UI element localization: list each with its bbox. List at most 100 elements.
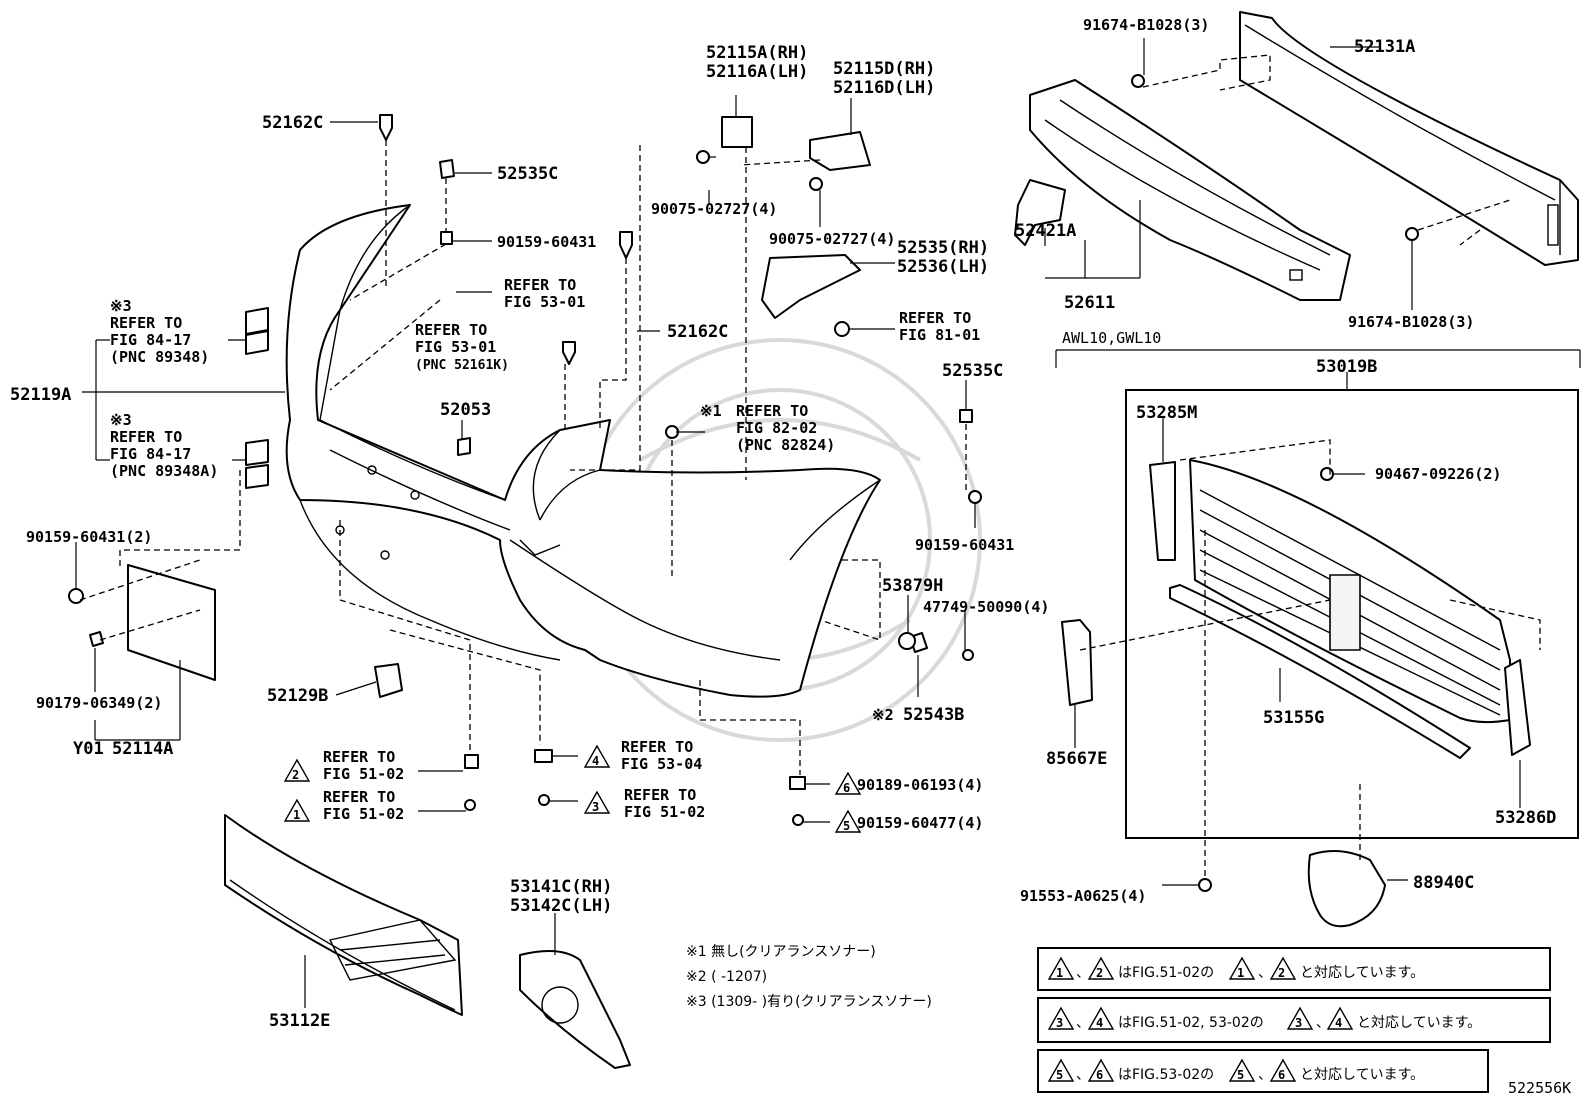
legend-triangle-5b-icon <box>1228 1058 1256 1082</box>
label-85667E: 85667E <box>1046 749 1107 769</box>
ref-t1-l2: FIG 51-02 <box>323 805 404 823</box>
dashed-lines <box>79 54 1541 880</box>
ref-53-01-b-l3: (PNC 52161K) <box>415 358 509 373</box>
label-52536-lh: 52536(LH) <box>897 257 989 277</box>
label-91674-top: 91674-B1028(3) <box>1083 16 1209 34</box>
note-1: ※1 無し(クリアランスソナー) <box>686 944 876 960</box>
ref-84-17-a-l1: REFER TO <box>110 314 182 332</box>
ref-t3-l1: REFER TO <box>624 786 696 804</box>
mark-2: ※2 <box>872 706 894 724</box>
triangle-6-icon <box>834 771 862 795</box>
label-90159-60431-mid: 90159-60431 <box>915 536 1014 554</box>
label-90075-b: 90075-02727(4) <box>769 230 895 248</box>
legend-3-sep2: 、 <box>1258 1067 1272 1083</box>
cap-52129B-drawing <box>374 663 403 698</box>
label-52162C-top: 52162C <box>262 113 323 133</box>
ref-84-17-b-l3: (PNC 89348A) <box>110 462 218 480</box>
retainer-52535C-top-drawing <box>439 159 455 179</box>
license-bracket-drawing <box>127 564 216 681</box>
retainer-52535C-mid-drawing <box>959 409 973 423</box>
label-53155G: 53155G <box>1263 708 1324 728</box>
fasteners <box>68 74 1419 892</box>
legend-1-a: 1 <box>1056 966 1063 980</box>
ref-t2-l2: FIG 51-02 <box>323 765 404 783</box>
clip-52053-drawing <box>457 437 471 456</box>
label-90159-60477: 90159-60477(4) <box>857 814 983 832</box>
legend-1-mid: はFIG.51-02の <box>1118 965 1214 981</box>
legend-1-sep2: 、 <box>1258 965 1272 981</box>
ref-82-02-l3: (PNC 82824) <box>736 436 835 454</box>
legend-1-sep: 、 <box>1076 965 1090 981</box>
ref-81-01-l2: FIG 81-01 <box>899 326 980 344</box>
ref-53-01-b-l2: FIG 53-01 <box>415 338 496 356</box>
legend-3-b: 6 <box>1096 1068 1103 1082</box>
absorber-drawing <box>1029 79 1351 301</box>
retainer-52535-drawing <box>761 254 861 319</box>
legend-2-end: と対応しています。 <box>1357 1015 1481 1031</box>
legend-triangle-1-icon <box>1047 956 1075 980</box>
legend-3-a2: 5 <box>1237 1068 1244 1082</box>
ref-84-17-a-l2: FIG 84-17 <box>110 331 191 349</box>
label-52116D: 52116D(LH) <box>833 78 935 98</box>
note-2: ※2 ( -1207) <box>686 969 767 985</box>
seal-53285M-drawing <box>1149 461 1176 561</box>
triangle-5-icon <box>834 809 862 833</box>
ref-84-17-a-l3: (PNC 89348) <box>110 348 209 366</box>
label-90075-a: 90075-02727(4) <box>651 200 777 218</box>
legend-2-mid: はFIG.51-02, 53-02の <box>1118 1015 1264 1031</box>
triangle-1-icon <box>283 798 311 822</box>
label-90179: 90179-06349(2) <box>36 694 162 712</box>
label-52116A: 52116A(LH) <box>706 62 808 82</box>
legend-triangle-1b-icon <box>1228 956 1256 980</box>
bumper-cover-drawing <box>285 204 881 698</box>
bracket-52421A-drawing <box>1014 179 1066 246</box>
legend-3-mid: はFIG.53-02の <box>1118 1067 1214 1083</box>
lower-grille-drawing <box>224 814 463 1016</box>
legend-triangle-2b-icon <box>1269 956 1297 980</box>
label-90159-60431-2: 90159-60431(2) <box>26 528 152 546</box>
label-53141C: 53141C(RH) <box>510 877 612 897</box>
legend: 1 、 2 はFIG.51-02の 1 、 2 と対応しています。 3 、 4 … <box>1037 947 1551 1093</box>
ref-81-01-l1: REFER TO <box>899 309 971 327</box>
legend-triangle-6b-icon <box>1269 1058 1297 1082</box>
label-53879H: 53879H <box>882 576 943 596</box>
seal-53286D-drawing <box>1504 659 1531 756</box>
label-53285M: 53285M <box>1136 403 1197 423</box>
label-52129B: 52129B <box>267 686 328 706</box>
ref-82-02-l1: REFER TO <box>736 402 808 420</box>
label-53112E: 53112E <box>269 1011 330 1031</box>
retainer-52115D-drawing <box>809 131 871 171</box>
triangle-3-num: 3 <box>592 800 599 814</box>
ref-82-02-l2: FIG 82-02 <box>736 419 817 437</box>
triangle-4-icon <box>583 744 611 768</box>
part-labels: 52162C 52535C 90159-60431 52115A(RH) 521… <box>10 16 1571 1097</box>
leader-lines <box>75 38 1581 1008</box>
ref-t4-l1: REFER TO <box>621 738 693 756</box>
label-90159-60431-top: 90159-60431 <box>497 233 596 251</box>
label-52421A: 52421A <box>1015 221 1076 241</box>
label-diagram-id: 522556K <box>1508 1079 1571 1097</box>
ref-53-01-a-l2: FIG 53-01 <box>504 293 585 311</box>
note-3: ※3 (1309- )有り(クリアランスソナー) <box>686 994 932 1010</box>
legend-triangle-4-icon <box>1087 1006 1115 1030</box>
ref-84-17-a-mark: ※3 <box>110 297 132 315</box>
ref-t4-l2: FIG 53-04 <box>621 755 702 773</box>
label-91674-bot: 91674-B1028(3) <box>1348 313 1474 331</box>
reinforcement-drawing <box>1239 11 1579 266</box>
ref-84-17-b-l2: FIG 84-17 <box>110 445 191 463</box>
ref-82-02-mark: ※1 <box>700 402 722 420</box>
retainer-52115A-drawing <box>721 116 753 148</box>
label-52119A: 52119A <box>10 385 71 405</box>
shutter-drawing <box>1169 459 1511 759</box>
legend-triangle-3-icon <box>1047 1006 1075 1030</box>
label-52114A: 52114A <box>112 739 173 759</box>
legend-triangle-3b-icon <box>1286 1006 1314 1030</box>
triangle-4-num: 4 <box>592 754 599 768</box>
legend-1-end: と対応しています。 <box>1300 965 1424 981</box>
triangle-3-icon <box>583 790 611 814</box>
ref-53-01-a-l1: REFER TO <box>504 276 576 294</box>
label-53286D: 53286D <box>1495 808 1556 828</box>
label-90467: 90467-09226(2) <box>1375 465 1501 483</box>
legend-triangle-4b-icon <box>1326 1006 1354 1030</box>
